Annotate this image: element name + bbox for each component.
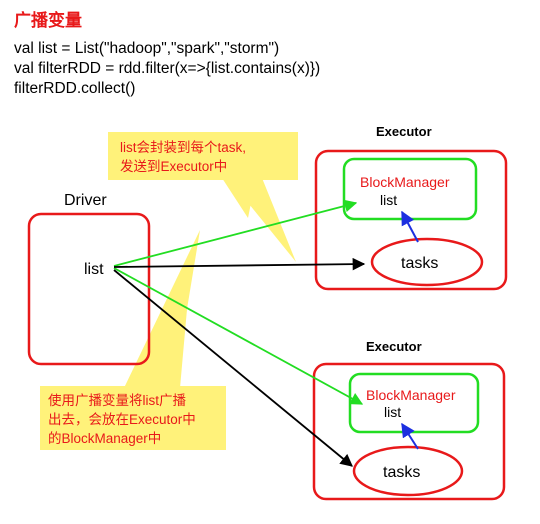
executor-1-tasks: tasks — [401, 255, 438, 272]
arrow-driver-to-tasks-1 — [113, 257, 366, 271]
callout-bottom-pointer-2 — [150, 298, 188, 388]
callout-top-line-1: list会封装到每个task, — [120, 140, 246, 155]
executor-2-blockmanager-box — [348, 372, 480, 434]
arrow-tasks-to-list-1 — [401, 210, 419, 243]
executor-1-label: Executor — [376, 124, 432, 139]
executor-2-list: list — [384, 404, 401, 420]
executor-2-blockmanager-label: BlockManager — [366, 387, 456, 403]
callout-top-pointer-2 — [222, 178, 256, 218]
driver-label: Driver — [64, 192, 107, 209]
callout-top-box — [108, 132, 298, 180]
arrow-driver-to-blockmanager-1 — [113, 199, 358, 267]
executor-1-list: list — [380, 192, 397, 208]
executor-1-tasks-ellipse — [370, 237, 484, 287]
executor-2-label: Executor — [366, 339, 422, 354]
arrow-tasks-to-list-2 — [401, 422, 419, 450]
executor-1-blockmanager-label: BlockManager — [360, 174, 450, 190]
driver-box — [27, 212, 151, 366]
executor-2-box — [312, 362, 506, 501]
driver-variable: list — [84, 261, 104, 278]
arrow-driver-to-blockmanager-2 — [113, 267, 364, 405]
callout-bottom-line-2: 出去，会放在Executor中 — [48, 412, 196, 427]
callout-bottom-line-1: 使用广播变量将list广播 — [48, 392, 186, 408]
executor-2-tasks-ellipse — [352, 445, 464, 497]
callout-bottom-line-3: 的BlockManager中 — [48, 431, 161, 446]
callout-bottom-box — [40, 386, 226, 450]
code-line-1: val list = List("hadoop","spark","storm"… — [14, 40, 280, 57]
executor-2-tasks: tasks — [383, 464, 420, 481]
executor-1-box — [314, 149, 508, 291]
code-line-2: val filterRDD = rdd.filter(x=>{list.cont… — [14, 60, 321, 77]
arrow-driver-to-tasks-2 — [113, 269, 353, 467]
diagram-title: 广播变量 — [14, 11, 82, 31]
callout-top-line-2: 发送到Executor中 — [120, 159, 227, 174]
code-line-3: filterRDD.collect() — [14, 80, 136, 97]
